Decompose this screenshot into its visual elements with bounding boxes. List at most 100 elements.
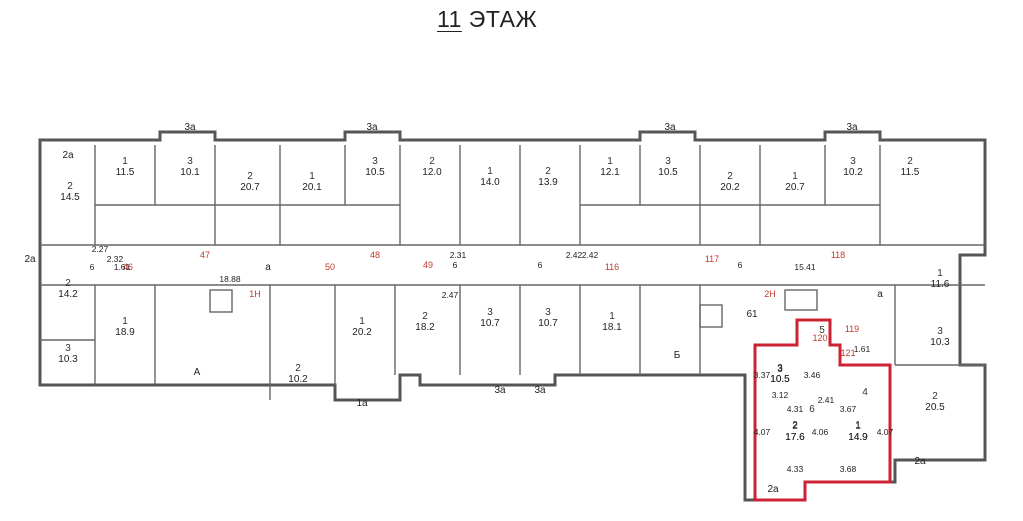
unit-dimension: 3.68 [840, 464, 857, 474]
room-number: 2 [65, 278, 71, 289]
room-area: 18.9 [115, 327, 135, 338]
corridor-number: 49 [423, 260, 433, 270]
room-number: 2 [907, 156, 913, 167]
corridor-number: 118 [831, 250, 845, 260]
floor-title: 11 ЭТАЖ [425, 6, 537, 33]
loggia-label: 2а [24, 254, 36, 265]
corridor-dim: 6 [538, 260, 543, 270]
room-number: 3 [372, 156, 378, 167]
corridor-dim: 2.32 [107, 254, 124, 264]
room-area: 20.2 [720, 182, 740, 193]
loggia-label: 3а [534, 385, 546, 396]
room-area: 20.7 [785, 182, 805, 193]
loggia-label: 2а [914, 456, 926, 467]
room-area: 10.5 [365, 167, 385, 178]
corridor-number: 119 [845, 324, 859, 334]
room-number: 3 [777, 363, 783, 374]
room-area: 12.0 [422, 167, 442, 178]
corridor-dim: 2.42 [582, 250, 599, 260]
unit-room-area: 10.5 [770, 374, 790, 385]
room-number: 1 [359, 316, 365, 327]
room-number: 1 [122, 316, 128, 327]
room-number: 3 [545, 307, 551, 318]
room-area: 20.1 [302, 182, 322, 193]
room-area: 10.3 [930, 337, 950, 348]
loggia-label: 3а [494, 385, 506, 396]
room-number: 3 [937, 326, 943, 337]
room-area: 12.1 [600, 167, 620, 178]
unit-dimension: 3.12 [772, 390, 789, 400]
unit-dimension: 4.06 [812, 427, 829, 437]
corridor-dim: 18.88 [219, 274, 241, 284]
room-number: 3 [187, 156, 193, 167]
room-number: 2 [422, 311, 428, 322]
room-area: 14.0 [480, 177, 500, 188]
unit-room-area: 17.6 [785, 432, 805, 443]
unit-dimension: 4.33 [787, 464, 804, 474]
room-number: 3 [850, 156, 856, 167]
room-number: 3 [65, 343, 71, 354]
unit-dimension: 2.41 [818, 395, 835, 405]
loggia-label: 2а [62, 150, 74, 161]
room-area: 10.7 [480, 318, 500, 329]
room-area: 11.5 [116, 167, 135, 178]
corridor-dim: 2.42 [566, 250, 583, 260]
corridor-dim: 1.61 [114, 262, 131, 272]
room-number: 2 [429, 156, 435, 167]
corridor-dim: 15.41 [794, 262, 816, 272]
corridor-number: 48 [370, 250, 380, 260]
corridor-label: 61 [746, 309, 758, 320]
unit-room-number: 6 [809, 404, 815, 415]
outer-wall [38, 130, 987, 502]
room-area: 10.5 [658, 167, 678, 178]
unit-room-number: 3 [777, 364, 783, 375]
lift-shaft-right-2 [784, 289, 818, 311]
corridor-number: 116 [605, 262, 619, 272]
loggia-label: 1а [356, 398, 368, 409]
unit-room-number: 1 [855, 420, 861, 431]
room-number: 1 [309, 171, 315, 182]
corridor-dim: 2.27 [92, 244, 109, 254]
room-area: 14.2 [58, 289, 78, 300]
corridor-number: 50 [325, 262, 335, 272]
room-number: 2 [67, 181, 73, 192]
room-area: 11.5 [901, 167, 920, 178]
loggia-label: 2а [767, 484, 779, 495]
room-area: 10.2 [288, 374, 308, 385]
corridor-number: 121 [840, 348, 855, 358]
loggia-label: 3а [184, 122, 196, 133]
unit-room-area: 14.9 [848, 432, 868, 443]
unit-dimension: 4.31 [787, 404, 804, 414]
corridor-number: 120 [812, 333, 827, 343]
room-area: 10.1 [180, 167, 200, 178]
unit-dimension: 3.67 [840, 404, 857, 414]
bottom-partitions [40, 285, 985, 400]
unit-dimension: 4.07 [877, 427, 894, 437]
corridor-number: 2Н [764, 289, 776, 299]
room-area: 13.9 [538, 177, 558, 188]
room-number: 1 [607, 156, 613, 167]
highlighted-unit-outline [753, 318, 892, 502]
room-number: 1 [855, 421, 861, 432]
room-number: 2 [247, 171, 253, 182]
room-area: 14.5 [60, 192, 80, 203]
lift-shaft-right [699, 304, 723, 328]
top-partitions [94, 145, 881, 245]
room-area: 11.6 [931, 279, 950, 290]
unit-room-number: 2 [792, 420, 798, 431]
corridor-label: А [194, 367, 201, 378]
room-number: 2 [727, 171, 733, 182]
unit-dimension: 4.07 [754, 427, 771, 437]
corridor-dim: 6 [738, 260, 743, 270]
room-number: 2 [932, 391, 938, 402]
room-area: 20.7 [240, 182, 260, 193]
room-number: 2 [295, 363, 301, 374]
corridor-number: 1Н [249, 289, 261, 299]
corridor-dim: 1.61 [854, 344, 871, 354]
room-area: 10.5 [770, 374, 790, 385]
